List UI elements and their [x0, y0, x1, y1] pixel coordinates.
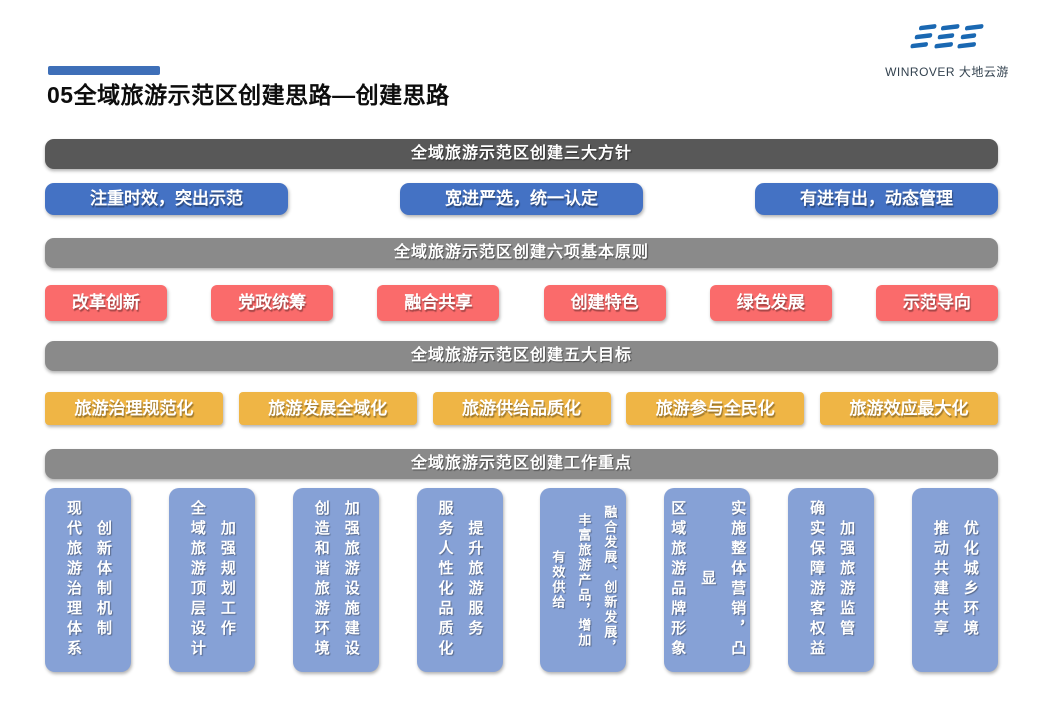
winrover-logo-icon [910, 24, 984, 49]
work-focus-card: 实施整体营销，凸显 区域旅游品牌形象 [662, 488, 752, 672]
goal-pill: 旅游治理规范化 [45, 392, 223, 425]
work-focus-text: 融合发展、创新发展， 丰富旅游产品，增加 有效供给 [544, 495, 622, 665]
principle-pill: 示范导向 [875, 285, 998, 321]
work-focus-text-column: 服务人性化品质化 [436, 500, 454, 660]
work-focus-text: 提升旅游服务 服务人性化品质化 [430, 495, 490, 665]
principle-pill: 改革创新 [45, 285, 167, 321]
work-focus-text-column: 加强规划工作 [218, 520, 236, 640]
title-accent-bar [48, 66, 160, 75]
principles-row: 改革创新 党政统筹 融合共享 创建特色 绿色发展 示范导向 [45, 285, 998, 321]
logo-glyph-1 [910, 24, 937, 49]
work-focus-card: 加强规划工作 全域旅游顶层设计 [168, 488, 255, 672]
work-focus-text-column: 实施整体营销，凸显 [699, 500, 747, 660]
work-focus-text-column: 提升旅游服务 [466, 520, 484, 640]
work-focus-text-column: 确实保障游客权益 [808, 500, 826, 660]
work-focus-text-column: 创新体制机制 [95, 520, 112, 640]
principle-pill: 融合共享 [377, 285, 500, 321]
work-focus-text-column: 现代旅游治理体系 [65, 500, 82, 660]
work-focus-text-column: 加强旅游设施建设 [342, 500, 360, 660]
goal-pill: 旅游发展全域化 [238, 392, 417, 425]
work-focus-card: 提升旅游服务 服务人性化品质化 [416, 488, 503, 672]
work-focus-text-column: 全域旅游顶层设计 [188, 500, 206, 660]
work-focus-text: 加强规划工作 全域旅游顶层设计 [182, 495, 242, 665]
brand-logo: WINROVER 大地云游 [872, 20, 1022, 80]
goal-pill: 旅游参与全民化 [626, 392, 805, 425]
work-focus-text-column: 有效供给 [550, 550, 566, 610]
goal-pill: 旅游供给品质化 [432, 392, 611, 425]
goals-row: 旅游治理规范化 旅游发展全域化 旅游供给品质化 旅游参与全民化 旅游效应最大化 [45, 392, 998, 425]
work-focus-text-column: 推动共建共享 [931, 520, 949, 640]
banner-six-principles: 全域旅游示范区创建六项基本原则 [45, 238, 998, 268]
banner-work-focus: 全域旅游示范区创建工作重点 [45, 449, 998, 479]
brand-name: WINROVER 大地云游 [885, 65, 1009, 79]
logo-glyph-2 [934, 24, 960, 49]
banner-three-guidelines: 全域旅游示范区创建三大方针 [45, 139, 998, 169]
work-focus-text: 创新体制机制 现代旅游治理体系 [58, 495, 118, 665]
work-focus-text-column: 丰富旅游产品，增加 [576, 512, 592, 648]
work-focus-card: 加强旅游设施建设 创造和谐旅游环境 [292, 488, 379, 672]
work-focus-text-column: 区域旅游品牌形象 [669, 500, 687, 660]
principle-pill: 党政统筹 [211, 285, 334, 321]
work-focus-card: 创新体制机制 现代旅游治理体系 [45, 488, 131, 672]
guideline-pill: 宽进严选，统一认定 [400, 183, 643, 215]
guidelines-row: 注重时效，突出示范 宽进严选，统一认定 有进有出，动态管理 [45, 183, 998, 215]
guideline-pill: 注重时效，突出示范 [45, 183, 288, 215]
work-focus-row: 创新体制机制 现代旅游治理体系 加强规划工作 全域旅游顶层设计 加强旅游设施建设… [45, 488, 998, 672]
work-focus-text: 加强旅游设施建设 创造和谐旅游环境 [306, 495, 366, 665]
work-focus-card: 融合发展、创新发展， 丰富旅游产品，增加 有效供给 [540, 488, 627, 672]
work-focus-card: 加强旅游监管 确实保障游客权益 [788, 488, 875, 672]
work-focus-text: 实施整体营销，凸显 区域旅游品牌形象 [662, 495, 752, 665]
goal-pill: 旅游效应最大化 [820, 392, 998, 425]
page-title: 05全域旅游示范区创建思路—创建思路 [47, 82, 450, 108]
work-focus-text-column: 优化城乡环境 [961, 520, 979, 640]
work-focus-card: 优化城乡环境 推动共建共享 [911, 488, 998, 672]
work-focus-text: 加强旅游监管 确实保障游客权益 [801, 495, 861, 665]
principle-pill: 绿色发展 [709, 285, 832, 321]
work-focus-text: 优化城乡环境 推动共建共享 [925, 495, 985, 665]
principle-pill: 创建特色 [543, 285, 666, 321]
banner-five-goals: 全域旅游示范区创建五大目标 [45, 341, 998, 371]
work-focus-text-column: 加强旅游监管 [838, 520, 856, 640]
logo-glyph-3 [957, 24, 984, 49]
work-focus-text-column: 创造和谐旅游环境 [312, 500, 330, 660]
guideline-pill: 有进有出，动态管理 [755, 183, 998, 215]
work-focus-text-column: 融合发展、创新发展， [602, 505, 618, 655]
